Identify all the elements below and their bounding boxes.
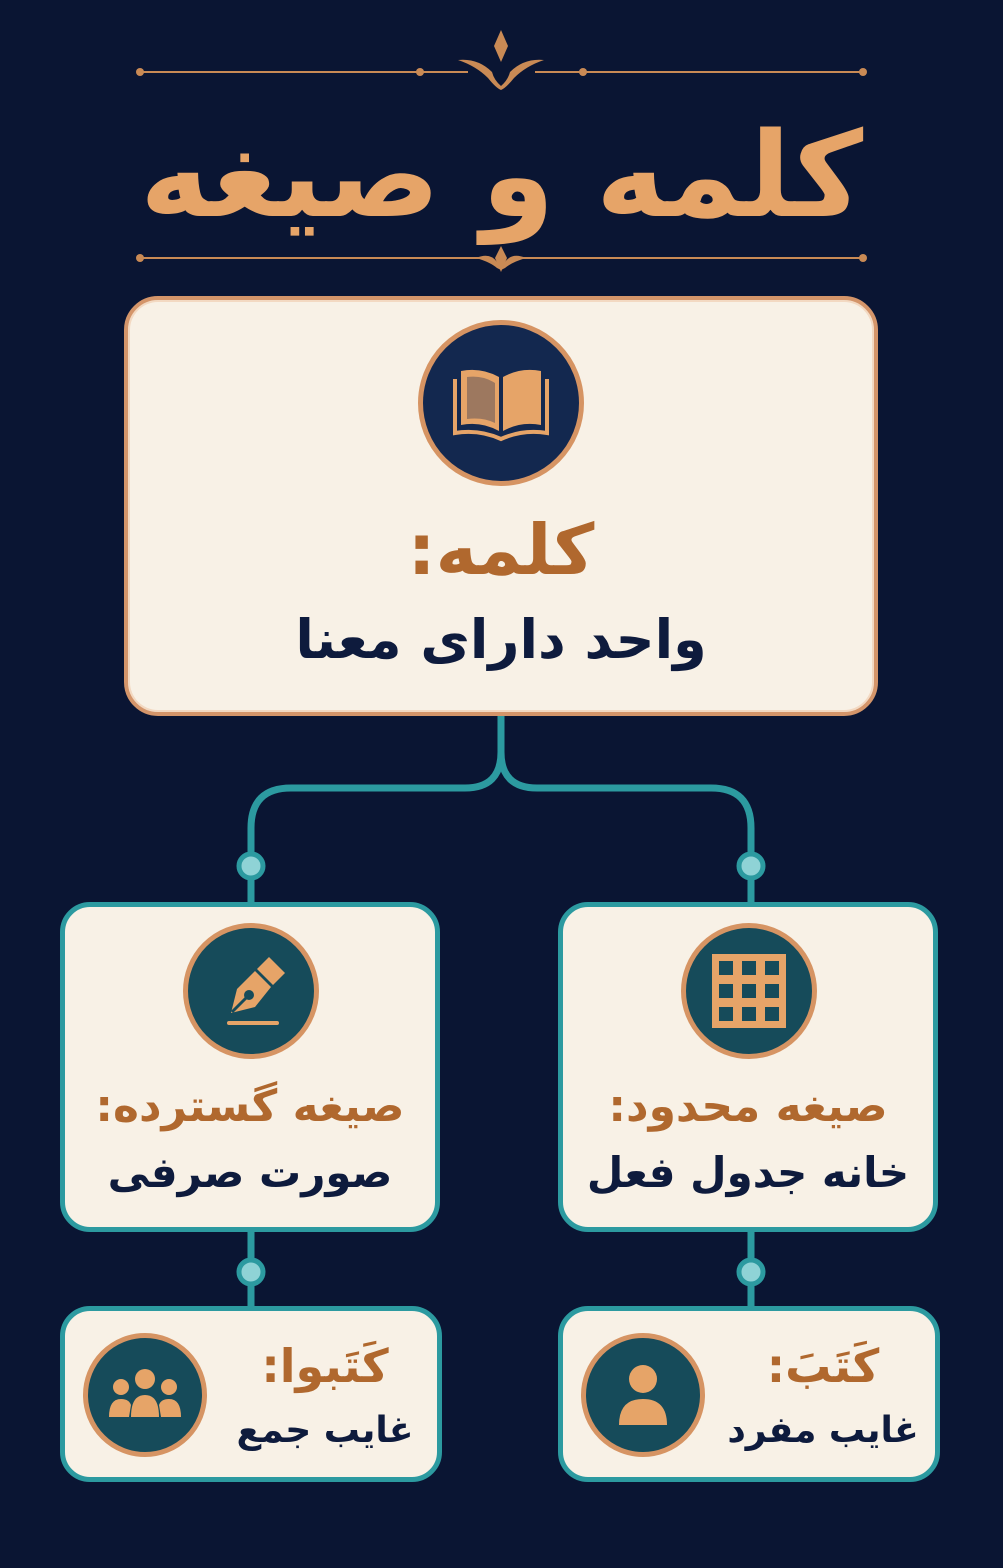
left-branch-card: صیغه گسترده: صورت صرفی — [60, 902, 440, 1232]
right-example-card: كَتَبَ: غایب مفرد — [558, 1306, 940, 1482]
root-card: کلمه: واحد دارای معنا — [124, 296, 878, 716]
single-person-icon — [581, 1333, 705, 1457]
grid-table-icon — [681, 923, 817, 1059]
fountain-pen-icon — [183, 923, 319, 1059]
left-example-word: كَتَبوا: — [261, 1339, 389, 1393]
right-example-text: غایب مفرد — [727, 1410, 919, 1451]
right-branch-heading: صیغه محدود: — [608, 1081, 888, 1132]
connector-joints — [236, 851, 766, 1287]
left-branch-text: صورت صرفی — [107, 1148, 393, 1197]
top-ornament — [136, 30, 867, 90]
left-example-text: غایب جمع — [236, 1410, 414, 1451]
right-branch-text: خانه جدول فعل — [586, 1148, 910, 1197]
group-of-people-icon — [83, 1333, 207, 1457]
open-book-icon — [418, 320, 584, 486]
right-example-word: كَتَبَ: — [766, 1339, 880, 1393]
bottom-ornament — [136, 246, 867, 272]
page-title: کلمه و صیغه — [139, 106, 864, 244]
left-example-card: كَتَبوا: غایب جمع — [60, 1306, 442, 1482]
root-heading: کلمه: — [407, 509, 595, 591]
right-branch-card: صیغه محدود: خانه جدول فعل — [558, 902, 938, 1232]
root-text: واحد دارای معنا — [295, 608, 707, 671]
left-branch-heading: صیغه گسترده: — [95, 1081, 405, 1132]
